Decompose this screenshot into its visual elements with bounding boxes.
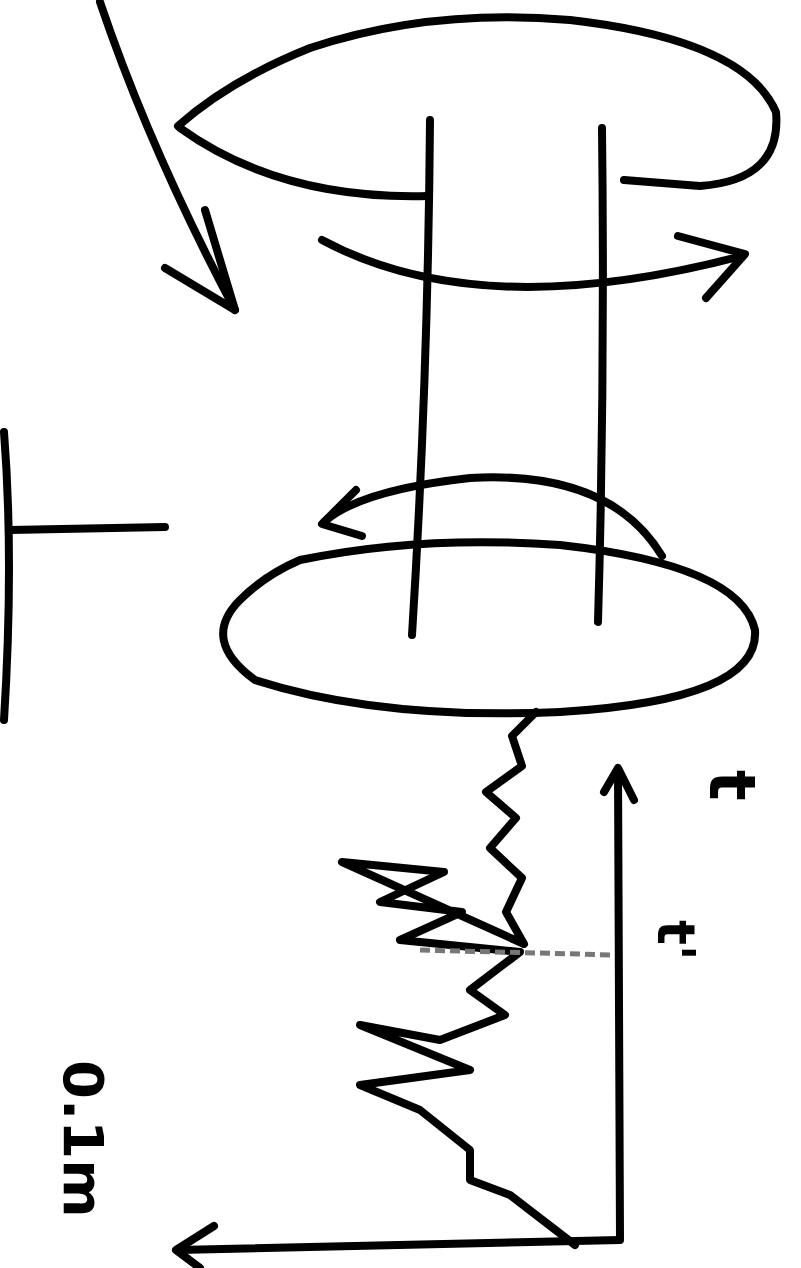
axis-label: 0.1m [55,1060,111,1218]
distance-axis [178,1240,620,1250]
bracket [4,432,9,720]
top-blob-lower [180,128,428,196]
rotation-arrow [322,240,742,287]
bracket-tick [10,527,165,530]
tube-wall [412,120,430,635]
axis-label: t' [650,920,702,961]
arrow-head [678,236,745,298]
incoming-arrow [100,2,235,310]
bottom-blob [223,542,755,713]
time-axis [618,770,620,1238]
wiggly-signal [342,712,575,1245]
arrow-head [604,768,634,800]
arrow-head [322,490,362,536]
marker-line [420,950,614,955]
arrow-head [176,1226,214,1268]
arrow-head [165,210,235,310]
axis-label: t [700,770,764,801]
top-blob [178,17,776,186]
